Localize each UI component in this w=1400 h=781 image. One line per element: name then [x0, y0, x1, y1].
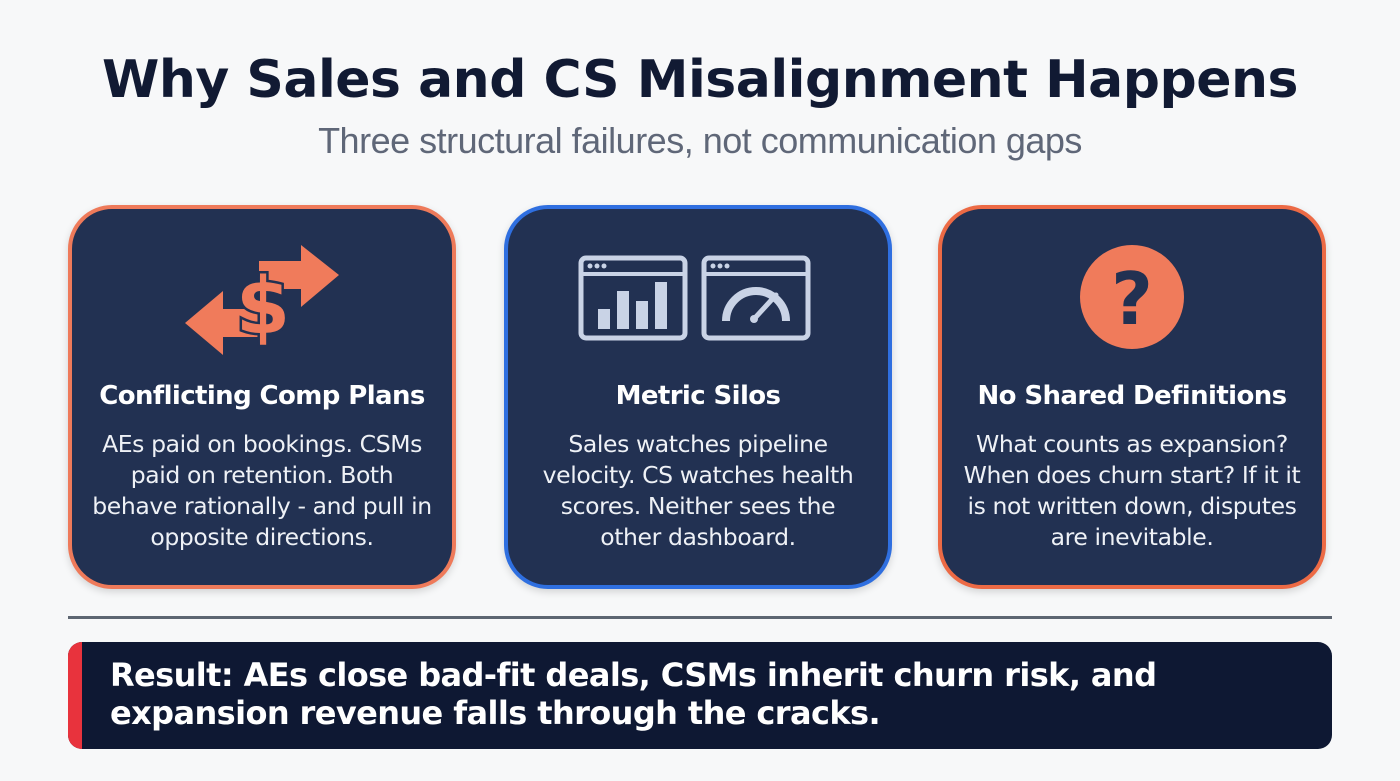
svg-text:?: ? — [1111, 257, 1153, 341]
result-text: Result: AEs close bad-fit deals, CSMs in… — [110, 656, 1157, 732]
svg-text:$: $ — [236, 262, 290, 352]
card-metric-silos: Metric Silos Sales watches pipeline velo… — [504, 205, 892, 589]
question-icon: ? — [942, 245, 1322, 355]
card-title: No Shared Definitions — [977, 381, 1287, 411]
result-banner: Result: AEs close bad-fit deals, CSMs in… — [68, 642, 1332, 749]
card-body: What counts as expansion? When does chur… — [963, 430, 1301, 551]
dashboards-icon — [508, 245, 888, 355]
card-title: Metric Silos — [615, 381, 781, 411]
divider — [68, 616, 1332, 619]
page-title: Why Sales and CS Misalignment Happens — [102, 50, 1298, 110]
card-conflicting-comp-plans: $ Conflicting Comp Plans AEs paid on boo… — [68, 205, 456, 589]
card-no-shared-definitions: ? No Shared Definitions What counts as e… — [938, 205, 1326, 589]
page-subtitle: Three structural failures, not communica… — [318, 120, 1082, 161]
card-body: AEs paid on bookings. CSMs paid on reten… — [92, 430, 432, 551]
card-title: Conflicting Comp Plans — [99, 381, 425, 411]
bar-chart-window-icon — [578, 255, 688, 341]
card-body: Sales watches pipeline velocity. CS watc… — [542, 430, 854, 551]
result-accent-bar — [68, 642, 82, 749]
gauge-window-icon — [701, 255, 811, 341]
dollar-arrows-icon: $ — [72, 245, 452, 355]
